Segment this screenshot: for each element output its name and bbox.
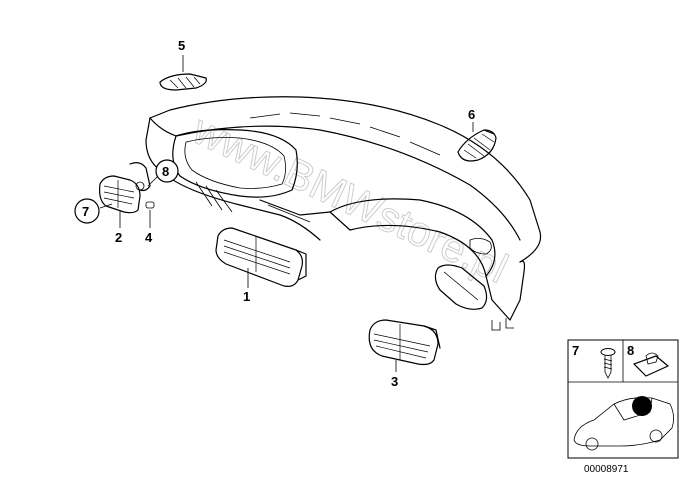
part-4-illustration [145, 201, 155, 209]
callout-8: 8 [162, 164, 169, 179]
callout-2: 2 [115, 230, 122, 245]
callout-5: 5 [178, 38, 185, 53]
callout-4: 4 [145, 230, 153, 245]
part-5-illustration [159, 73, 207, 91]
location-marker-icon [632, 396, 652, 416]
callout-6: 6 [468, 107, 475, 122]
dashboard-illustration [145, 96, 542, 331]
legend-box: 7 8 [567, 339, 679, 459]
callout-3: 3 [391, 374, 398, 389]
diagram-reference-number: 00008971 [584, 464, 629, 475]
part-3-illustration [368, 319, 441, 366]
callout-8-circle: 8 [155, 159, 179, 183]
watermark-text: www.BMWstore.pl [185, 105, 515, 292]
clip-nut-icon [633, 352, 669, 377]
car-silhouette-icon [573, 396, 674, 451]
leader-lines [99, 55, 474, 372]
screw-icon [600, 348, 616, 379]
callout-7-circle: 7 [74, 198, 100, 224]
callout-7: 7 [82, 204, 89, 219]
callout-1: 1 [243, 289, 250, 304]
legend-label-8: 8 [627, 343, 634, 358]
part-2-illustration [99, 162, 151, 214]
legend-label-7: 7 [572, 343, 579, 358]
part-1-illustration [215, 227, 307, 287]
part-6-illustration [457, 129, 497, 162]
